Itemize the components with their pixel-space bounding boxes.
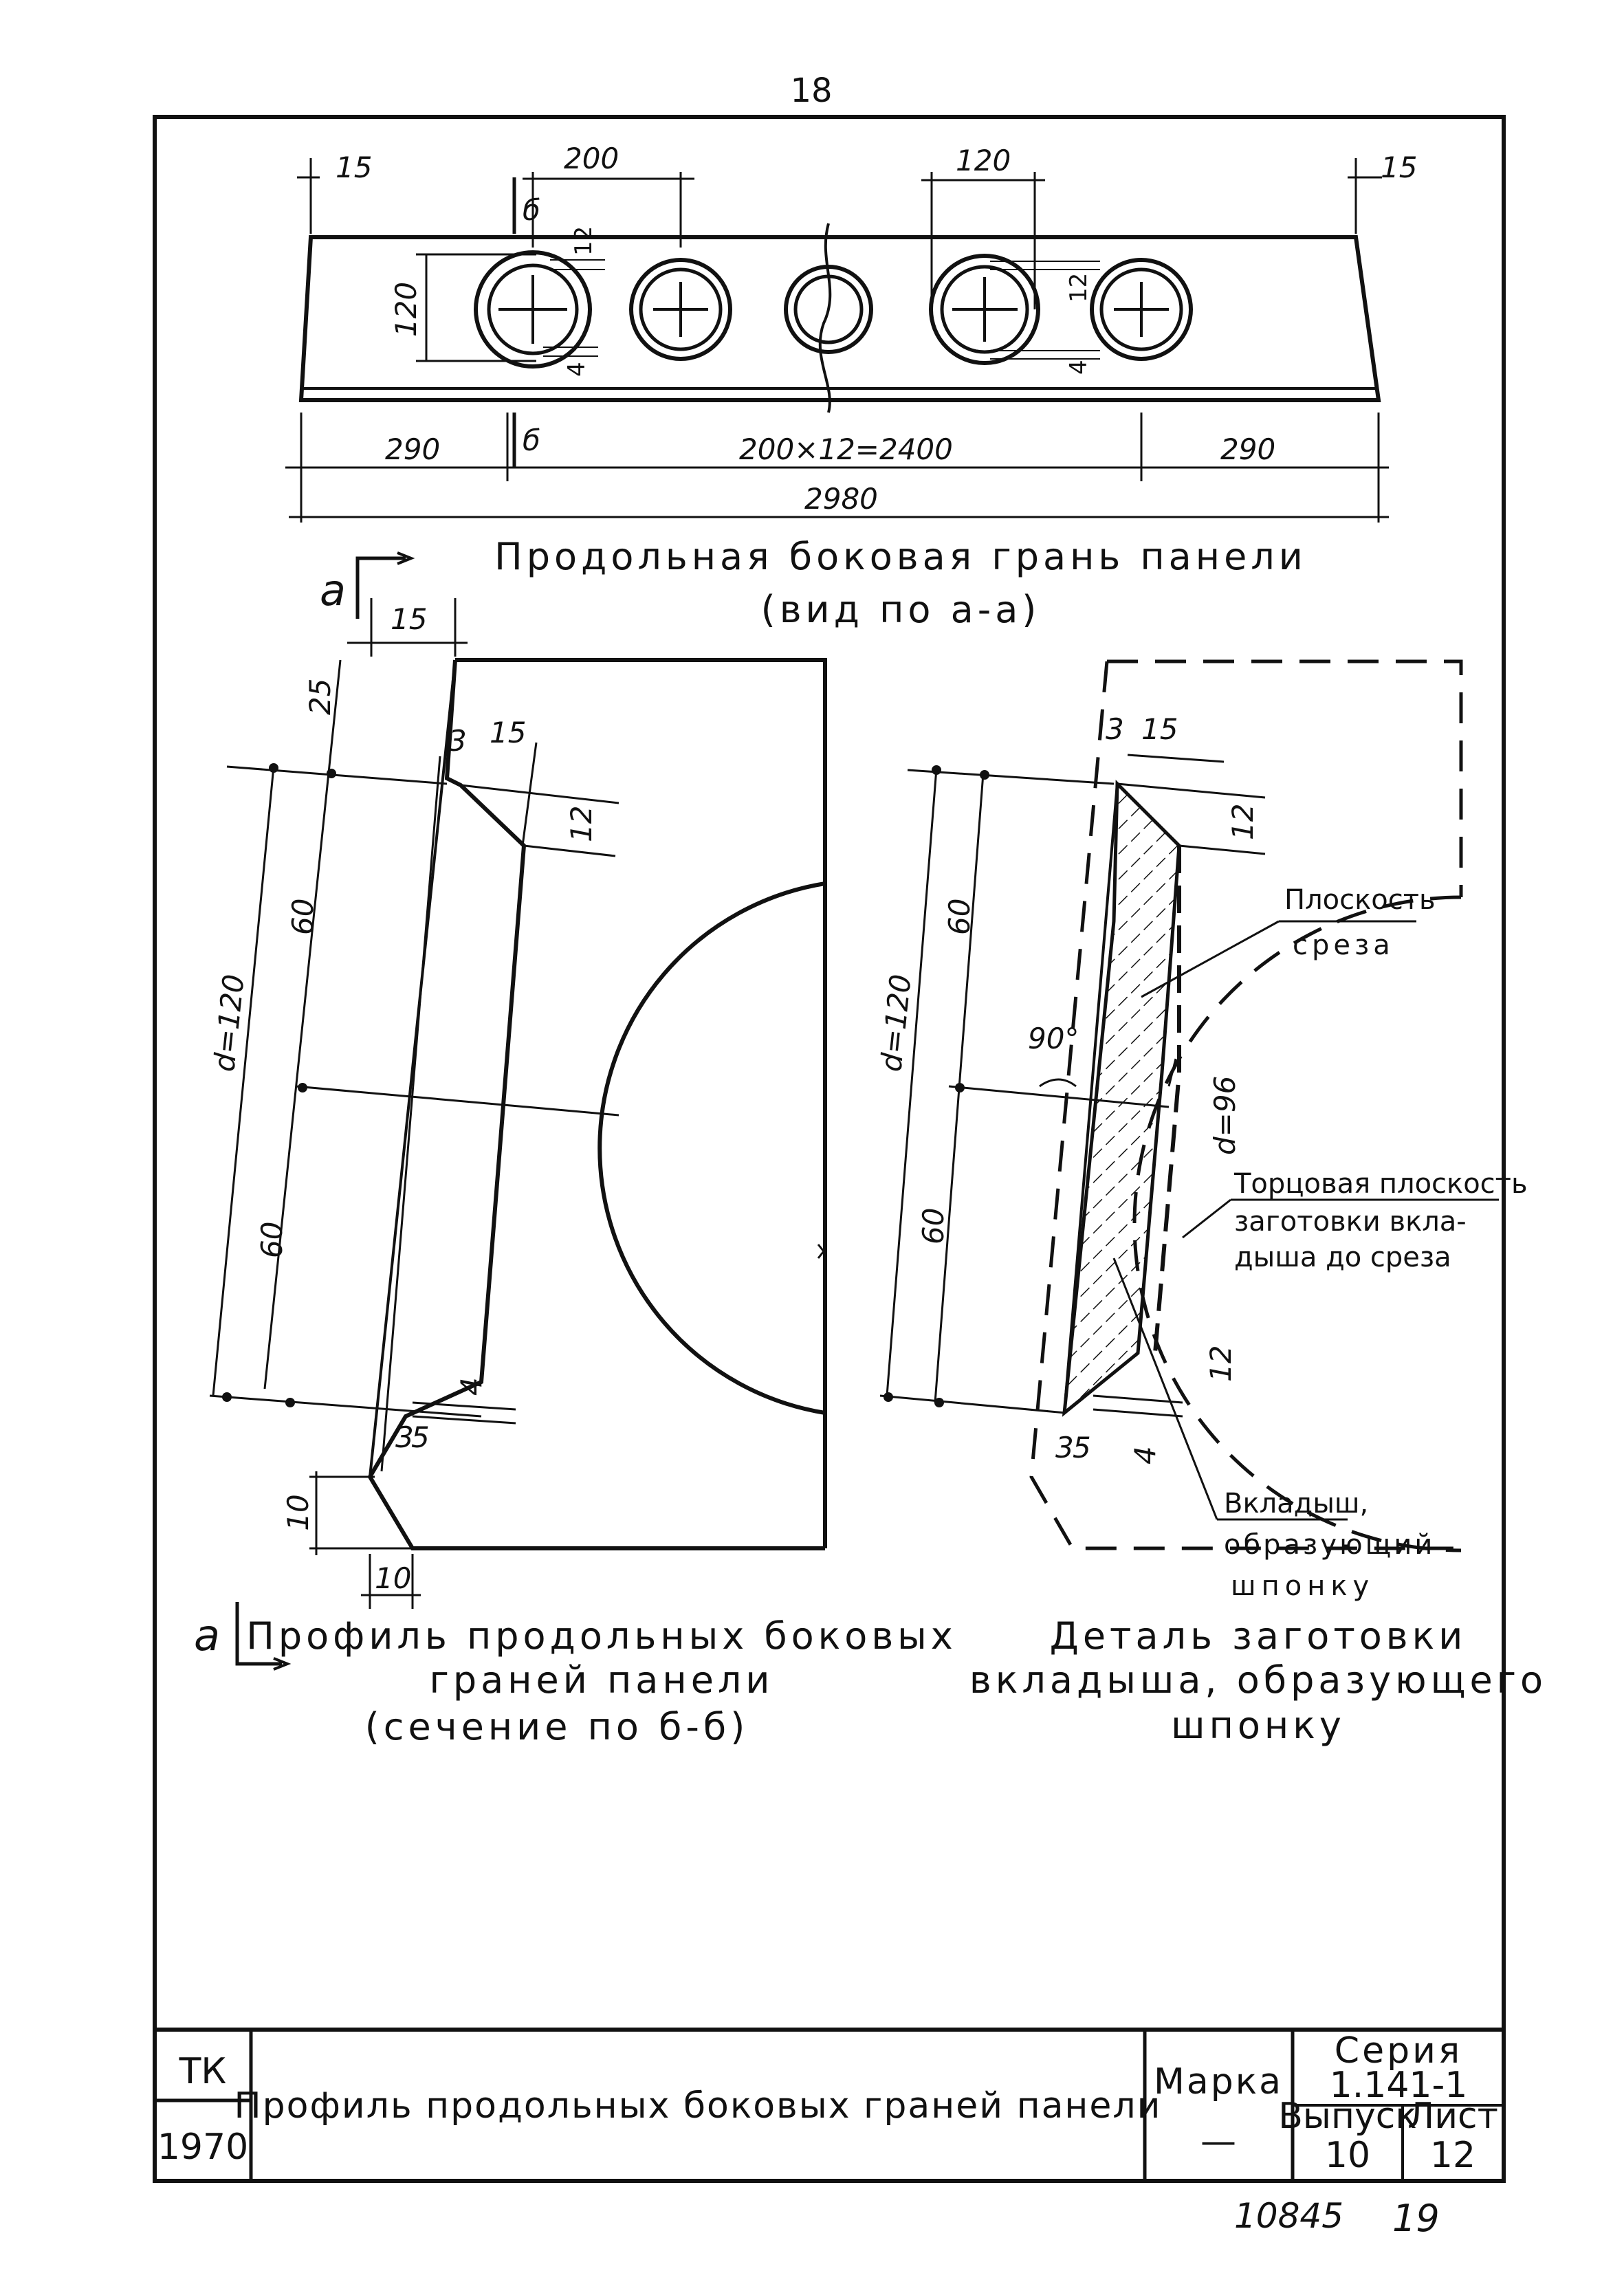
view-arrow-bottom xyxy=(235,1602,282,1666)
detail-dim-inner-diameter: d=96 xyxy=(1208,1076,1242,1155)
footer-sheet-ref: 19 xyxy=(1392,2197,1440,2240)
note-insert-1: Вкладыш, xyxy=(1224,1488,1368,1519)
profile-outline xyxy=(455,658,827,1548)
detail-dim-half-upper: 60 xyxy=(943,899,976,935)
top-view: 15 15 200 120 б б 120 12 4 12 xyxy=(285,142,1417,631)
view-arrow-top xyxy=(355,556,406,619)
profile-dim-base-width: 10 xyxy=(375,1561,411,1595)
dim-hole-dia-top: 120 xyxy=(956,144,1011,177)
dim-middle: 200×12=2400 xyxy=(739,432,953,466)
footer-archive-number: 10845 xyxy=(1234,2196,1343,2236)
profile-dim-half-upper: 60 xyxy=(286,899,320,935)
dim-left-edge: 15 xyxy=(336,151,372,184)
detail-dim-bottom-c: 4 xyxy=(1128,1446,1162,1464)
detail-arc xyxy=(1132,895,1462,1552)
tb-title: Профиль продольных боковых граней панели xyxy=(234,2085,1162,2127)
center-break-line xyxy=(818,223,832,413)
title-block: ТК 1970 Профиль продольных боковых гране… xyxy=(155,2028,1504,2181)
view-mark-bottom: а xyxy=(194,1610,220,1660)
hole-1 xyxy=(474,250,592,369)
detail-dim-chamfer-top: 12 xyxy=(1226,804,1260,840)
note-insert-2: образующий xyxy=(1224,1529,1435,1561)
view-mark-top: а xyxy=(320,565,346,615)
section-mark-top: б xyxy=(523,193,540,227)
tb-sheet-label: Лист xyxy=(1407,2096,1498,2137)
profile-caption-1: Профиль продольных боковых xyxy=(246,1614,957,1658)
profile-dim-diameter: d=120 xyxy=(207,973,251,1073)
profile-arc xyxy=(597,881,826,1415)
hole-5 xyxy=(1090,258,1193,361)
profile-dim-top-gap: 25 xyxy=(303,679,337,715)
dim-end-left: 290 xyxy=(385,432,440,466)
tb-series-value: 1.141-1 xyxy=(1330,2065,1468,2106)
profile-dim-bottom-b: 5 xyxy=(411,1420,430,1454)
detail-dim-diameter: d=120 xyxy=(874,973,918,1073)
note-end-3: дыша до среза xyxy=(1234,1242,1451,1273)
note-insert-3: шпонку xyxy=(1231,1570,1374,1602)
detail-dim-bottom-b: 5 xyxy=(1073,1431,1091,1464)
detail-view: 3 15 12 60 60 d=120 90° d=96 12 3 5 4 Пл… xyxy=(874,659,1547,1747)
top-view-caption-2: (вид по а-а) xyxy=(761,588,1041,631)
detail-dim-half-lower: 60 xyxy=(917,1208,950,1244)
profile-dim-top-offset: 15 xyxy=(391,602,427,636)
profile-dim-bottom-a: 3 xyxy=(395,1420,414,1454)
hole-4 xyxy=(929,254,1040,365)
tb-mark-value: — xyxy=(1200,2121,1236,2162)
profile-caption-2: граней панели xyxy=(429,1658,773,1702)
profile-dim-base-height: 10 xyxy=(281,1494,315,1530)
dim-hole-dia-left: 120 xyxy=(389,282,423,337)
tb-sheet-value: 12 xyxy=(1430,2135,1475,2176)
profile-edge xyxy=(368,659,527,1478)
profile-dim-chamfer-bottom: 4 xyxy=(454,1377,488,1396)
dim-gap-top-a: 12 xyxy=(570,226,597,256)
dim-gap-top-b: 12 xyxy=(1065,273,1093,303)
hole-2 xyxy=(629,258,732,361)
detail-dim-step-a: 3 xyxy=(1106,712,1124,746)
tb-issue-value: 10 xyxy=(1325,2135,1370,2176)
note-end-2: заготовки вкла- xyxy=(1234,1206,1467,1238)
hole-3-center xyxy=(784,265,873,354)
profile-caption-3: (сечение по б-б) xyxy=(365,1705,749,1748)
dim-gap-bottom-b: 4 xyxy=(1065,360,1093,375)
section-mark-bottom: б xyxy=(523,424,540,457)
detail-dim-step-b: 15 xyxy=(1141,712,1178,746)
profile-dim-step-b: 15 xyxy=(490,716,526,749)
dim-end-right: 290 xyxy=(1220,432,1275,466)
dim-total: 2980 xyxy=(804,482,878,516)
sheet-frame xyxy=(153,115,1506,2183)
panel-side-outline xyxy=(298,235,1381,402)
profile-view: а 15 25 3 15 12 60 60 xyxy=(194,551,957,1748)
tb-org: ТК xyxy=(179,2051,227,2092)
note-end-1: Торцовая плоскость xyxy=(1233,1168,1528,1200)
dim-gap-bottom-a: 4 xyxy=(563,362,591,377)
detail-dim-angle: 90° xyxy=(1028,1022,1079,1055)
profile-dim-chamfer-top: 12 xyxy=(564,806,598,842)
tb-series-label: Серия xyxy=(1335,2030,1462,2072)
detail-panel-outline xyxy=(1107,659,1463,897)
detail-caption-1: Деталь заготовки xyxy=(1050,1614,1467,1658)
profile-dim-half-lower: 60 xyxy=(255,1222,289,1258)
dim-hole-pitch: 200 xyxy=(564,142,619,175)
note-cut-1: Плоскость xyxy=(1284,884,1436,916)
profile-dim-step-a: 3 xyxy=(448,724,467,758)
detail-dim-chamfer-bottom: 12 xyxy=(1204,1346,1238,1382)
note-cut-2: среза xyxy=(1293,930,1394,961)
dim-right-edge: 15 xyxy=(1381,151,1417,184)
detail-caption-2: вкладыша, образующего xyxy=(969,1658,1547,1702)
page-number: 18 xyxy=(790,72,832,110)
detail-dim-bottom-a: 3 xyxy=(1055,1431,1074,1464)
tb-mark-label: Марка xyxy=(1154,2061,1283,2102)
detail-caption-3: шпонку xyxy=(1171,1704,1346,1747)
tb-issue-label: Выпуск xyxy=(1278,2096,1417,2137)
tb-year: 1970 xyxy=(157,2127,248,2168)
top-view-caption-1: Продольная боковая грань панели xyxy=(494,535,1307,578)
